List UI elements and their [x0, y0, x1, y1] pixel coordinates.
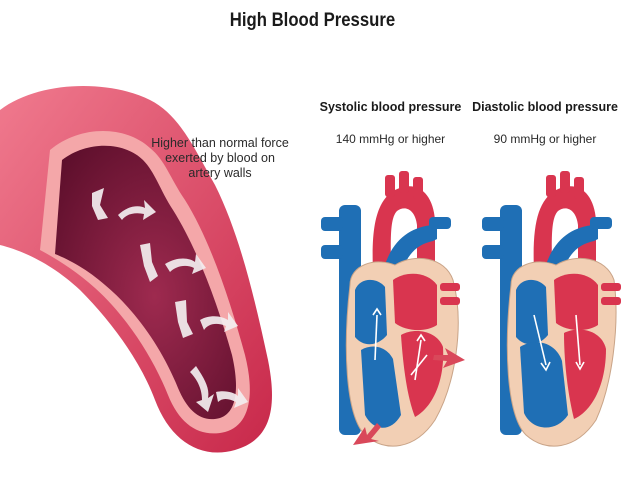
flow-arrow-icon — [165, 254, 206, 274]
flow-arrow-icon — [118, 200, 156, 220]
systolic-value: 140 mmHg or higher — [335, 132, 446, 146]
left-ventricle — [401, 331, 444, 417]
blood-flow-arrows — [92, 188, 248, 412]
artery-caption: Higher than normal force exerted by bloo… — [151, 136, 289, 180]
flow-arrow-icon — [175, 300, 193, 338]
flow-arrow-icon — [190, 366, 214, 412]
pressure-arrow-icon — [353, 423, 381, 445]
systolic-heading: Systolic blood pressure — [319, 100, 462, 114]
flow-arrow-icon — [200, 312, 238, 332]
right-atrium — [355, 279, 387, 345]
pressure-arrow-icon — [433, 348, 465, 368]
diastolic-value: 90 mmHg or higher — [493, 132, 597, 146]
flow-arrow-icon — [92, 188, 108, 220]
right-ventricle — [361, 346, 401, 428]
flow-arrow-icon — [140, 243, 158, 282]
diagram-title: High Blood Pressure — [229, 10, 396, 31]
left-atrium — [393, 273, 437, 331]
flow-arrow-icon — [216, 388, 248, 408]
diastolic-heading: Diastolic blood pressure — [472, 100, 618, 114]
